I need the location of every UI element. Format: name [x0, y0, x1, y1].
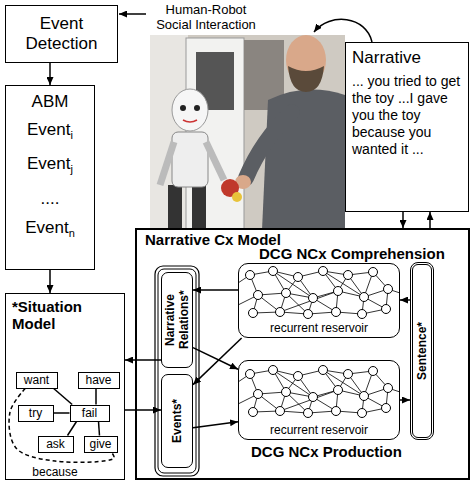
- node-label: fail: [82, 406, 97, 420]
- node-label: DCG NCx Production: [251, 443, 402, 460]
- node-label: recurrent reservoir: [270, 321, 368, 335]
- robot-eye: [194, 105, 200, 111]
- connector-arrow: [193, 289, 238, 291]
- process-box: Event Detection: [5, 5, 118, 63]
- person-shirt: [262, 90, 345, 230]
- connector-arrow: [49, 63, 51, 85]
- reservoir-network: [238, 366, 400, 418]
- interaction-photo: [150, 35, 345, 230]
- node-label: ask: [46, 437, 65, 451]
- connector-arrow: [193, 348, 238, 370]
- robot-eye: [180, 105, 186, 111]
- node-label: Sentence*: [415, 322, 429, 380]
- node-label: DCG NCx Comprehension: [259, 245, 445, 262]
- robot-arm: [160, 142, 174, 185]
- connector-arrow: [49, 270, 51, 293]
- toy: [232, 192, 242, 202]
- connector-arrow: [193, 422, 238, 428]
- node-label: Event: [27, 154, 70, 173]
- photo-wall: [150, 35, 345, 230]
- concept-box: give: [84, 436, 118, 453]
- vertical-box: Events*: [161, 374, 193, 468]
- node-label: recurrent reservoir: [270, 423, 368, 437]
- connector-arrow: [429, 212, 431, 228]
- node-label: Event: [25, 218, 68, 237]
- robot-mouth: [183, 120, 197, 122]
- causal-link: [9, 389, 114, 463]
- memory-box: ABMEventiEventj....Eventn: [5, 85, 95, 270]
- reservoir-box: DCG NCx Comprehensionrecurrent reservoir: [238, 263, 400, 338]
- narrative-box: Narrative ... you tried to get the toy ..…: [345, 42, 469, 212]
- connector-arrow: [125, 409, 161, 411]
- concept-box: have: [78, 372, 120, 389]
- relation-line: [67, 422, 76, 436]
- robot-leg: [168, 185, 182, 230]
- pointer-arrow: [314, 19, 372, 42]
- node-label: have: [85, 373, 111, 387]
- node-label: give: [89, 437, 111, 451]
- node-label: Narrative Relations*: [163, 291, 191, 350]
- group-frame: [155, 266, 199, 476]
- node-label: want: [24, 373, 49, 387]
- person-beard: [288, 66, 324, 92]
- node-label: try: [29, 406, 42, 420]
- connector-arrow: [400, 399, 410, 401]
- caption-label: Human-Robot Social Interaction: [147, 2, 265, 32]
- edge-label: because: [25, 465, 85, 479]
- concept-box: want: [16, 372, 58, 389]
- reservoir-box: recurrent reservoirDCG NCx Production: [238, 360, 400, 440]
- relation-line: [98, 422, 100, 436]
- relation-line: [54, 412, 70, 414]
- model-box: Narrative Cx ModelNarrative Relations*Ev…: [135, 228, 470, 480]
- robot-leg: [192, 185, 206, 230]
- relation-line: [95, 389, 97, 405]
- node-label: n: [69, 227, 75, 239]
- node-label: Event Detection: [26, 14, 98, 53]
- concept-box: ask: [38, 436, 74, 453]
- person-arm: [246, 112, 292, 178]
- node-label: *Situation Model: [12, 298, 82, 332]
- reservoir-network: [238, 267, 400, 319]
- connector-arrow: [193, 338, 242, 385]
- concept-box: try: [18, 405, 54, 422]
- node-label: Narrative: [352, 48, 421, 67]
- node-label: ABM: [32, 92, 69, 111]
- node-label: ... you tried to get the toy ...I gave y…: [352, 73, 460, 157]
- robot-head: [172, 89, 208, 131]
- node-label: ....: [41, 189, 60, 208]
- group-frame: [158, 269, 196, 473]
- node-label: j: [71, 164, 73, 176]
- input-arrow: [119, 13, 146, 15]
- concept-box: fail: [70, 405, 110, 422]
- connector-arrow: [400, 299, 410, 301]
- connector-arrow: [125, 359, 161, 361]
- vertical-box: Sentence*: [410, 262, 434, 440]
- node-label: Event: [27, 120, 70, 139]
- connector-arrow: [402, 212, 404, 228]
- relation-line: [54, 389, 72, 405]
- node-label: Events*: [170, 399, 184, 443]
- robot-arm: [206, 142, 224, 180]
- situation-model-box: *Situation Model want have try fail ask give: [5, 293, 125, 480]
- robot-body: [172, 132, 208, 187]
- vertical-box: Narrative Relations*: [161, 272, 193, 368]
- node-label: i: [71, 129, 73, 141]
